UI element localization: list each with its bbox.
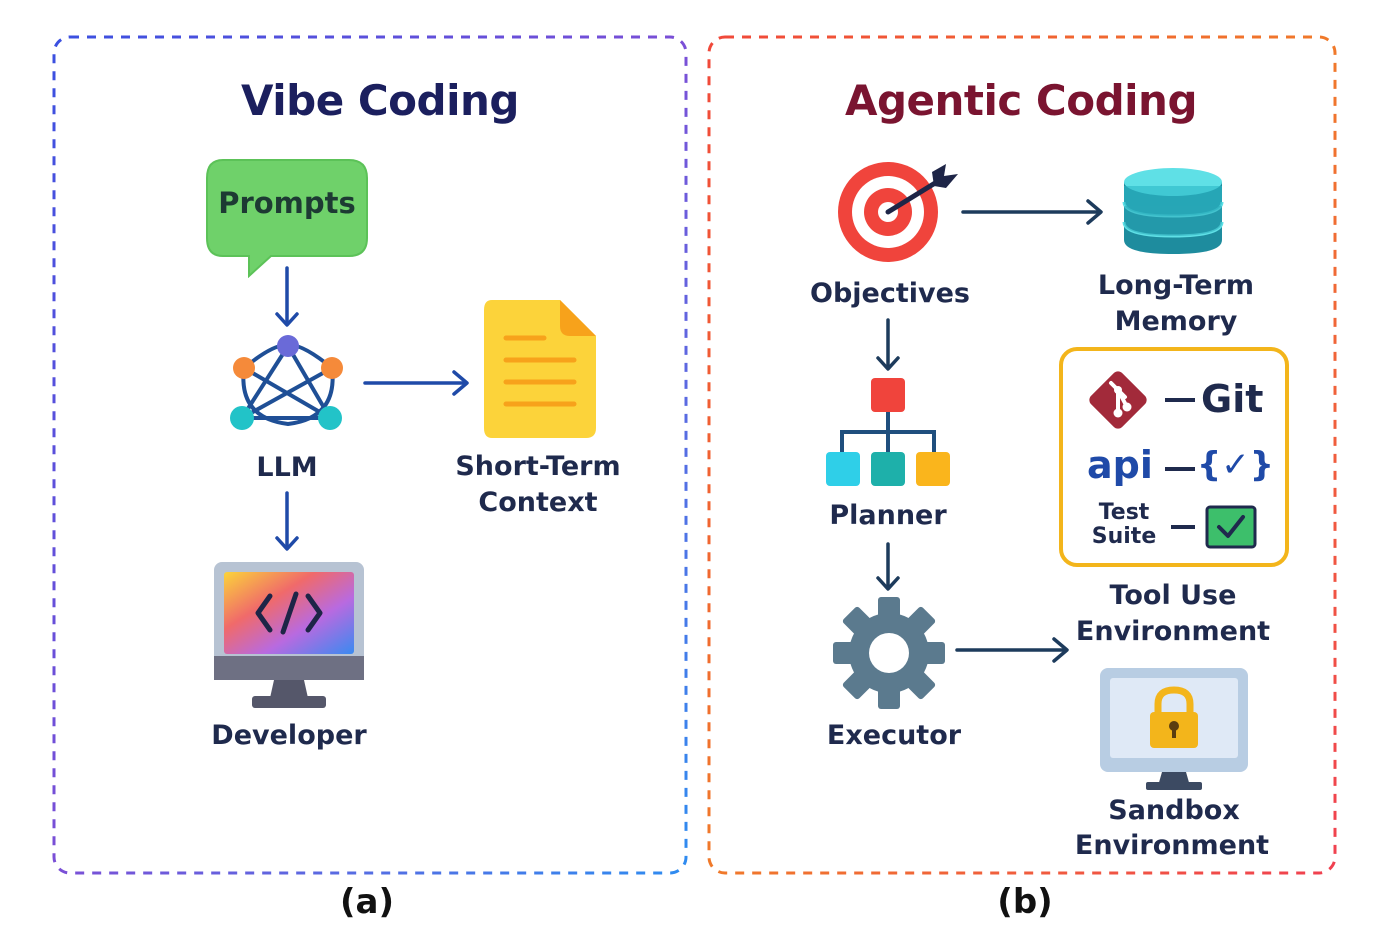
test-dash bbox=[1171, 525, 1195, 529]
gear-icon bbox=[833, 597, 945, 709]
network-icon bbox=[230, 335, 343, 430]
planner-label: Planner bbox=[829, 500, 947, 531]
hierarchy-icon bbox=[826, 378, 950, 486]
api-dash bbox=[1165, 467, 1195, 471]
tools-label-line1: Tool Use bbox=[1109, 580, 1237, 611]
panel-a-arrows bbox=[275, 266, 469, 551]
panel-b-arrows bbox=[876, 199, 1103, 663]
monitor-code-icon bbox=[214, 562, 364, 708]
context-label-line2: Context bbox=[478, 487, 598, 518]
panel-b-caption: (b) bbox=[997, 882, 1053, 922]
test-label-line2: Suite bbox=[1091, 524, 1157, 549]
lock-monitor-icon bbox=[1100, 668, 1248, 790]
checkbox-icon bbox=[1205, 505, 1257, 549]
panel-b-title: Agentic Coding bbox=[844, 76, 1198, 125]
sandbox-label-line2: Environment bbox=[1074, 830, 1270, 861]
context-label-line1: Short-Term bbox=[455, 451, 621, 482]
panel-a-border bbox=[52, 35, 688, 875]
git-label: Git bbox=[1201, 377, 1264, 421]
api-label: api bbox=[1087, 443, 1153, 487]
prompts-label: Prompts bbox=[218, 186, 356, 220]
speech-bubble-icon bbox=[206, 159, 368, 278]
api-symbol: {✓} bbox=[1197, 445, 1274, 485]
objectives-label: Objectives bbox=[810, 278, 970, 309]
panel-b-border bbox=[707, 35, 1337, 875]
document-icon bbox=[484, 300, 596, 438]
sandbox-label-line1: Sandbox bbox=[1108, 795, 1240, 826]
test-suite-label: Test Suite bbox=[1089, 501, 1159, 549]
llm-label: LLM bbox=[256, 452, 318, 483]
executor-label: Executor bbox=[826, 720, 962, 751]
test-label-line1: Test bbox=[1098, 500, 1150, 525]
memory-label-line1: Long-Term bbox=[1097, 270, 1255, 301]
tools-label-line2: Environment bbox=[1075, 616, 1271, 647]
panel-a-caption: (a) bbox=[339, 882, 395, 922]
target-icon bbox=[838, 162, 958, 262]
tool-use-box: Git api {✓} Test Suite bbox=[1059, 347, 1289, 567]
database-icon bbox=[1122, 168, 1224, 254]
git-icon bbox=[1089, 371, 1147, 429]
git-dash bbox=[1165, 398, 1195, 402]
developer-label: Developer bbox=[211, 720, 367, 751]
memory-label-line2: Memory bbox=[1114, 306, 1238, 337]
panel-a-title: Vibe Coding bbox=[241, 76, 519, 125]
